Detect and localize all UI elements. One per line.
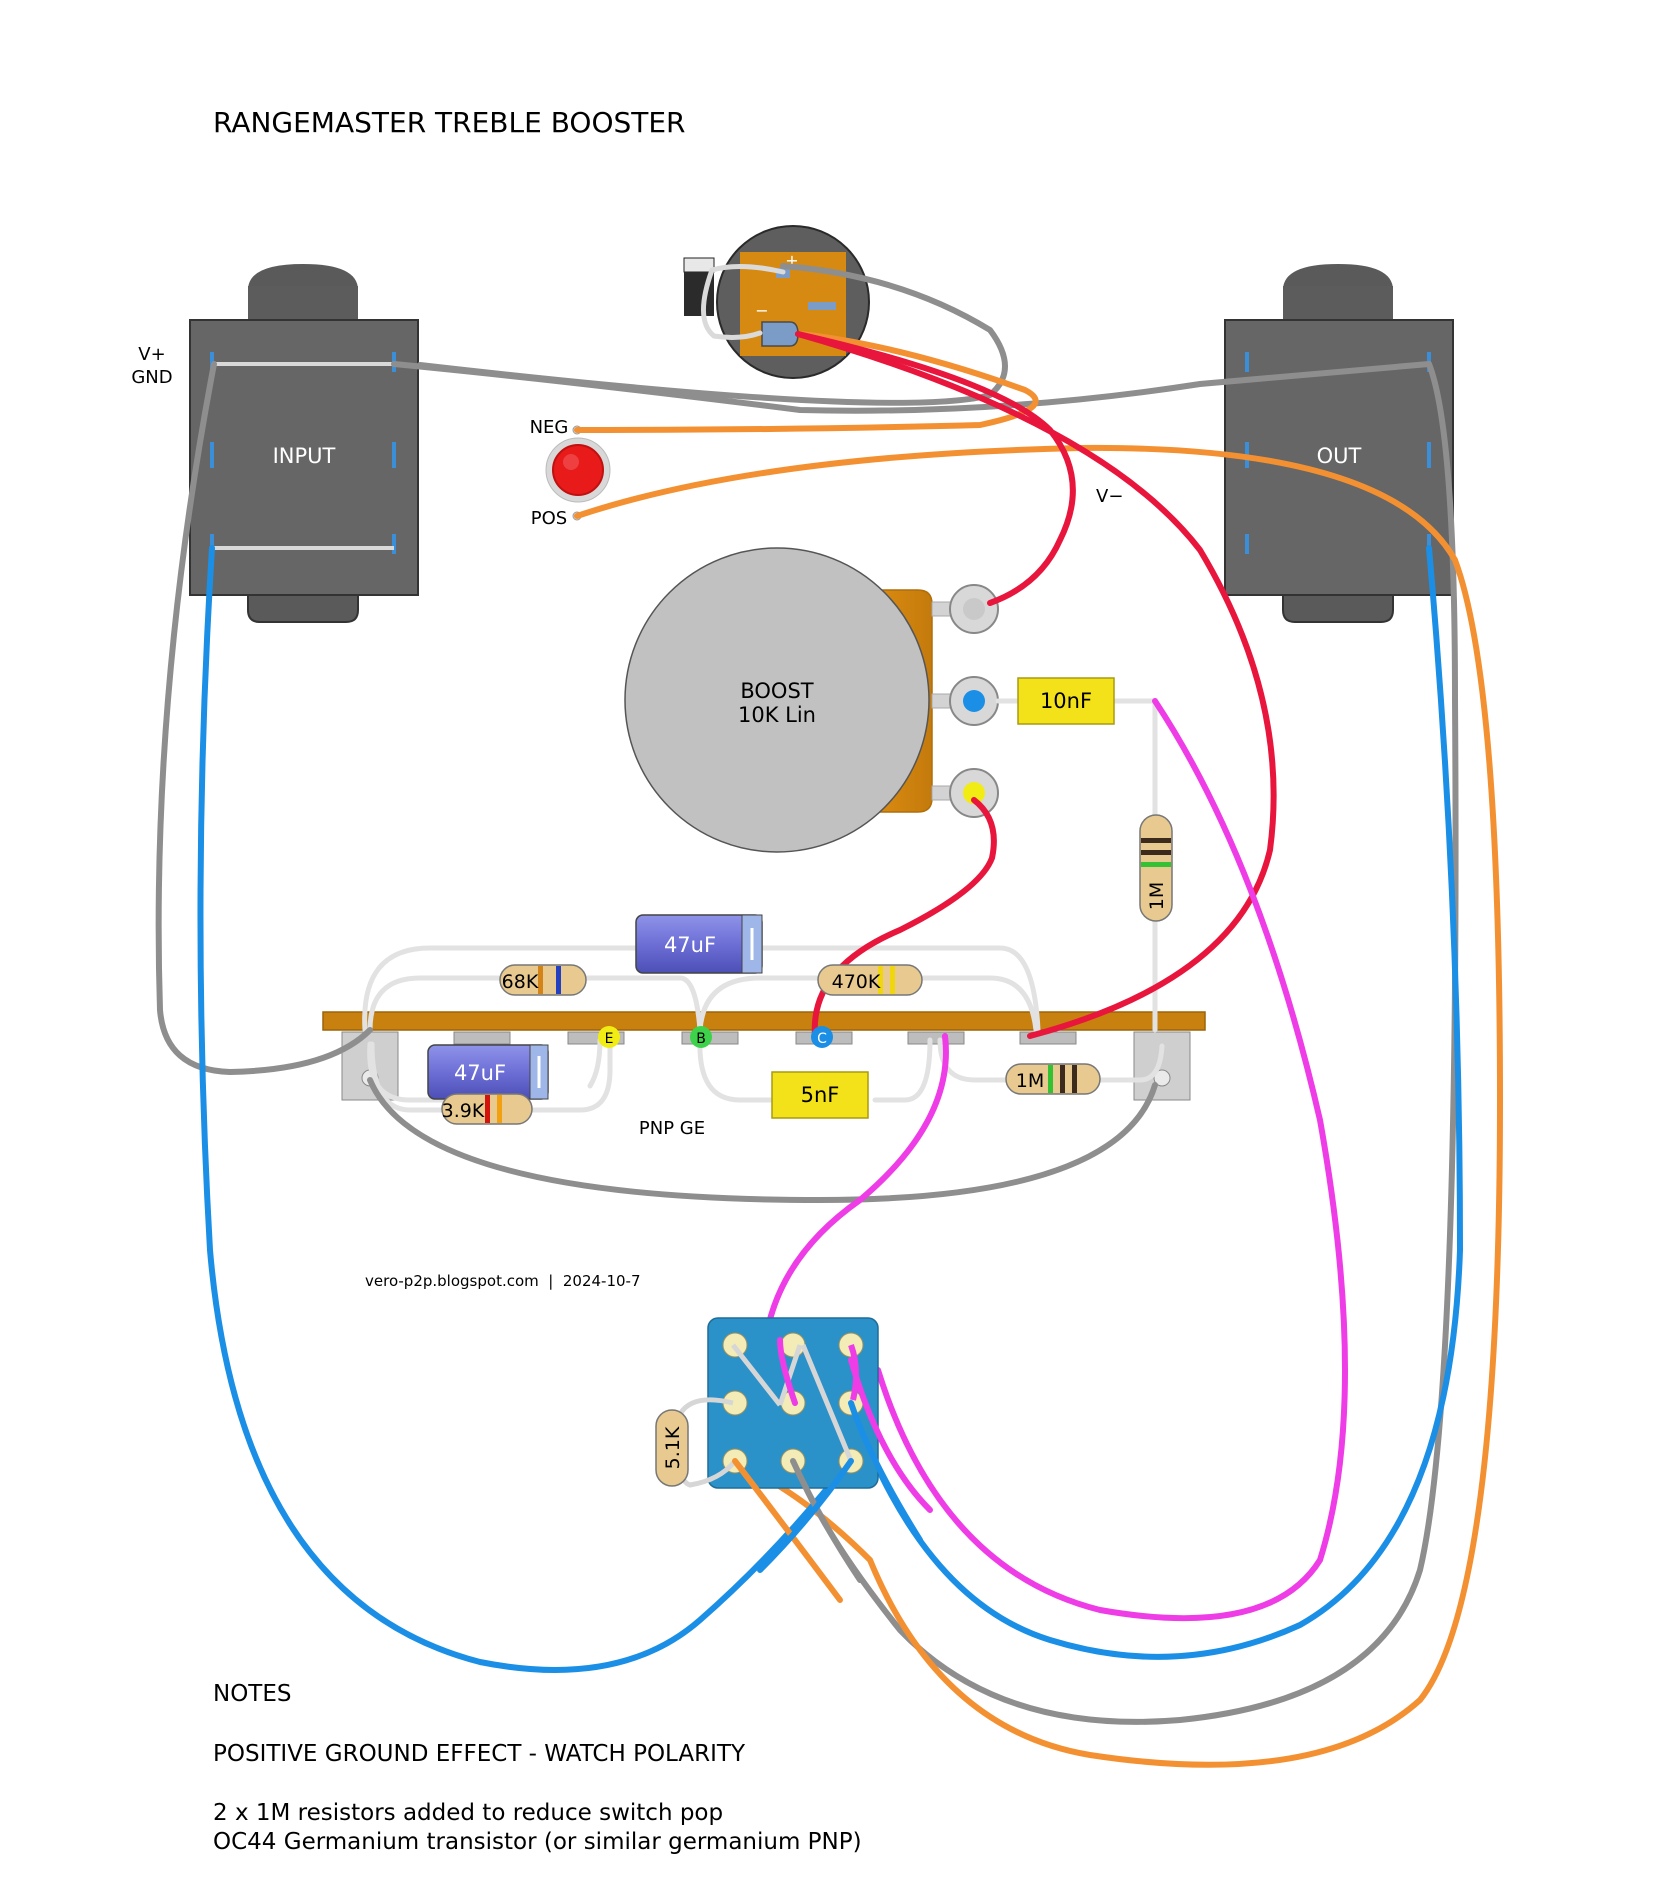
transistor-emitter-dot [598, 1026, 620, 1048]
led-pos-label: POS [531, 508, 567, 529]
gnd-label: GND [131, 367, 172, 388]
resistor-1m-vertical-label: 1M [1146, 882, 1168, 910]
notes-heading: NOTES [213, 1681, 292, 1707]
wire-layer-blue [197, 545, 1464, 1673]
transistor-base-label: B [696, 1031, 706, 1047]
cap-47uf-bottom-label: 47uF [454, 1061, 506, 1085]
cap-47uf-top-label: 47uF [664, 933, 716, 957]
page-title: RANGEMASTER TREBLE BOOSTER [213, 106, 686, 139]
output-jack: OUT [1224, 264, 1454, 623]
cap-10nf: 10nF [1017, 677, 1115, 725]
transistor-emitter-label: E [605, 1031, 614, 1047]
resistor-1m-horizontal-label: 1M [1016, 1070, 1044, 1092]
transistor: E B C PNP GE [598, 1026, 833, 1139]
transistor-collector-dot [811, 1026, 833, 1048]
input-jack: INPUT [189, 264, 419, 623]
cap-5nf-label: 5nF [801, 1083, 840, 1107]
resistor-470k: 470K [817, 964, 923, 996]
wire-layer-orange [574, 331, 1504, 1768]
resistor-1m-vertical: 1M [1139, 814, 1173, 922]
cap-47uf-top: 47uF [635, 914, 763, 974]
boost-potentiometer: BOOST 10K Lin [624, 547, 999, 853]
vminus-label: V− [1096, 486, 1123, 507]
resistor-3k9-label: 3.9K [442, 1100, 485, 1122]
led-body [552, 444, 604, 496]
dc-jack-minus: − [755, 301, 768, 320]
transistor-base-dot [690, 1026, 712, 1048]
resistor-68k: 68K [499, 964, 587, 996]
cap-47uf-bottom: 47uF [427, 1044, 549, 1100]
vplus-label: V+ [138, 344, 165, 365]
resistor-68k-label: 68K [502, 971, 539, 993]
resistor-5k1-label: 5.1K [662, 1426, 684, 1469]
notes-line-1: 2 x 1M resistors added to reduce switch … [213, 1800, 723, 1826]
wire-layer-gray [155, 263, 1459, 1725]
resistor-3k9: 3.9K [441, 1093, 533, 1125]
output-jack-label: OUT [1317, 444, 1362, 468]
input-jack-label: INPUT [273, 444, 336, 468]
transistor-type-label: PNP GE [639, 1118, 705, 1139]
cap-10nf-label: 10nF [1040, 689, 1092, 713]
led-neg-label: NEG [530, 417, 569, 438]
cap-5nf: 5nF [771, 1071, 869, 1119]
resistor-470k-label: 470K [832, 971, 881, 993]
led: NEG POS [530, 417, 611, 529]
dc-jack: + − [683, 225, 870, 379]
resistor-5k1: 5.1K [655, 1409, 689, 1487]
switch-wires [732, 1337, 933, 1603]
resistor-1m-horizontal: 1M [1005, 1063, 1101, 1095]
pot-name: BOOST [740, 679, 813, 703]
credit: vero-p2p.blogspot.com | 2024-10-7 [365, 1272, 641, 1290]
notes: NOTES POSITIVE GROUND EFFECT - WATCH POL… [213, 1681, 862, 1855]
transistor-collector-label: C [817, 1031, 827, 1047]
notes-warning: POSITIVE GROUND EFFECT - WATCH POLARITY [213, 1741, 746, 1767]
notes-line-2: OC44 Germanium transistor (or similar ge… [213, 1829, 862, 1855]
pot-value: 10K Lin [738, 703, 816, 727]
